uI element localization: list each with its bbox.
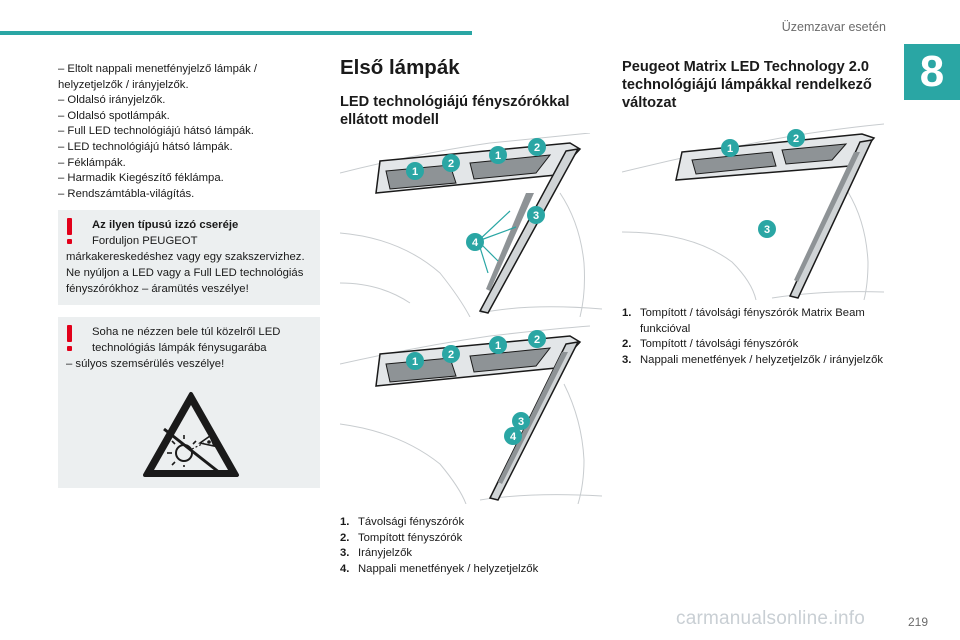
headlamp-figure-led-1: 1 2 1 2 3 4 <box>340 133 602 317</box>
section-title: Első lámpák <box>340 56 460 79</box>
legend-item: 4.Nappali menetfények / helyzetjelzők <box>340 562 539 575</box>
callout-label: 2 <box>448 158 454 170</box>
callout-label: 1 <box>495 340 501 352</box>
header-accent-bar <box>0 31 472 35</box>
legend-item: 1.Tompított / távolsági fényszórók Matri… <box>622 307 865 335</box>
list-item: – Full LED technológiájú hátsó lámpák. <box>58 125 254 138</box>
callout-label: 3 <box>518 416 524 428</box>
legend-matrix: 1.Tompított / távolsági fényszórók Matri… <box>622 306 888 368</box>
callout-label: 3 <box>533 210 539 222</box>
callout-label: 2 <box>448 349 454 361</box>
callout-label: 1 <box>495 150 501 162</box>
legend-item: 3.Nappali menetfények / helyzetjelzők / … <box>622 353 884 366</box>
callout-label: 2 <box>534 334 540 346</box>
chapter-number-badge: 8 <box>904 44 960 100</box>
legend-item: 3.Irányjelzők <box>340 547 412 560</box>
warning-text: – súlyos szemsérülés veszélye! <box>66 357 225 370</box>
legend-item: 2.Tompított / távolsági fényszórók <box>622 338 799 351</box>
callout-label: 4 <box>510 431 517 443</box>
callout-label: 3 <box>764 224 770 236</box>
warning-text: márkakereskedéshez vagy egy szakszervizh… <box>66 250 305 295</box>
list-item: – Eltolt nappali menetfényjelző lámpák /… <box>58 63 258 91</box>
page-number: 219 <box>907 615 928 629</box>
list-item: – Féklámpák. <box>58 156 126 169</box>
legend-item: 1.Távolsági fényszórók <box>340 516 465 528</box>
list-item: – Rendszámtábla-világítás. <box>58 187 195 200</box>
list-item: – Harmadik Kiegészítő féklámpa. <box>58 172 224 185</box>
warning-text-line: Soha ne nézzen bele túl közelről LED tec… <box>92 326 281 355</box>
column-right: Peugeot Matrix LED Technology 2.0 techno… <box>622 58 892 112</box>
headlamp-figure-led-2: 1 2 1 2 3 4 <box>340 325 602 504</box>
chapter-title: Üzemzavar esetén <box>781 20 886 34</box>
callout-label: 2 <box>534 142 540 154</box>
callout-label: 1 <box>412 356 418 368</box>
warning-box-bulb-replacement: Az ilyen típusú izzó cseréje Forduljon P… <box>58 210 320 306</box>
callout-label: 1 <box>727 143 733 155</box>
legend-led: 1.Távolsági fényszórók 2.Tompított fénys… <box>340 515 602 577</box>
do-not-look-into-light-icon <box>143 392 239 478</box>
legend-item: 2.Tompított fényszórók <box>340 531 463 544</box>
callout-label: 2 <box>793 133 799 145</box>
list-item: – LED technológiájú hátsó lámpák. <box>58 140 233 153</box>
subsection-title: Peugeot Matrix LED Technology 2.0 techno… <box>622 59 872 111</box>
column-middle: Első lámpák LED technológiájú fényszórók… <box>340 56 602 129</box>
warning-box-led-eye: Soha ne nézzen bele túl közelről LED tec… <box>58 317 320 489</box>
warning-exclamation-icon <box>67 218 73 245</box>
headlamp-figure-matrix: 1 2 3 <box>622 123 884 300</box>
warning-title: Az ilyen típusú izzó cseréje <box>92 219 239 232</box>
column-left: – Eltolt nappali menetfényjelző lámpák /… <box>58 62 320 489</box>
list-item: – Oldalsó spotlámpák. <box>58 109 170 122</box>
bulb-list: – Eltolt nappali menetfényjelző lámpák /… <box>58 62 320 202</box>
callout-label: 1 <box>412 166 418 178</box>
list-item: – Oldalsó irányjelzők. <box>58 94 166 107</box>
warning-text-line: Forduljon PEUGEOT <box>92 235 198 248</box>
warning-exclamation-icon <box>67 325 73 352</box>
subsection-title: LED technológiájú fényszórókkal ellátott… <box>340 94 570 128</box>
callout-label: 4 <box>472 237 479 249</box>
watermark-text: carmanualsonline.info <box>676 608 866 629</box>
